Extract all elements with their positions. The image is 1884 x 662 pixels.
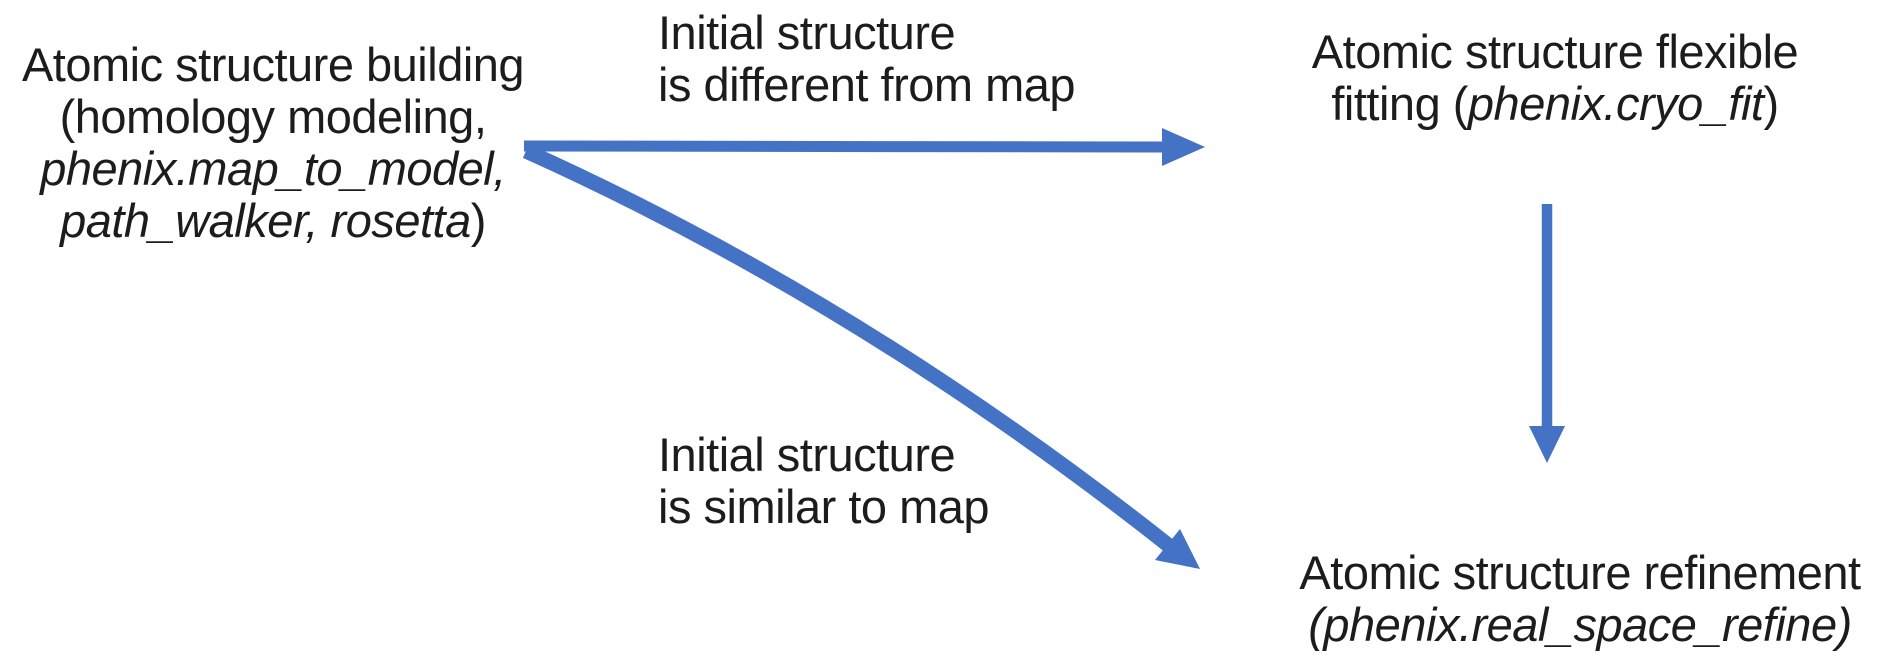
- node-flexible-fitting: Atomic structure flexible fitting (pheni…: [1255, 26, 1855, 130]
- closing-paren: ): [1836, 598, 1853, 651]
- arrow-building-to-fitting: [523, 128, 1205, 166]
- label-prefix: fitting (: [1331, 77, 1468, 130]
- node-fitting-line2: fitting (phenix.cryo_fit): [1255, 78, 1855, 130]
- edge-label-line1: Initial structure: [658, 428, 956, 481]
- arrow-head-down-icon: [1529, 426, 1565, 463]
- program-name: phenix.real_space_refine: [1323, 598, 1837, 651]
- program-name: path_walker, rosetta: [60, 194, 471, 247]
- arrow-fitting-to-refinement: [1529, 204, 1565, 463]
- node-refinement-line2: (phenix.real_space_refine): [1260, 599, 1884, 651]
- arrow-shaft: [522, 144, 1173, 551]
- closing-paren: ): [1763, 77, 1779, 130]
- program-name: phenix.cryo_fit: [1467, 77, 1764, 130]
- arrow-building-to-refinement: [522, 144, 1200, 569]
- edge-label-similar-to-map: Initial structure is similar to map: [658, 428, 990, 533]
- node-structure-refinement: Atomic structure refinement (phenix.real…: [1260, 547, 1884, 651]
- opening-paren: (: [1308, 598, 1324, 651]
- edge-label-different-from-map: Initial structure is different from map: [658, 6, 1076, 111]
- node-building-line3: phenix.map_to_model,: [40, 142, 506, 195]
- node-structure-building: Atomic structure building (homology mode…: [3, 39, 543, 247]
- edge-label-line2: is different from map: [658, 58, 1076, 111]
- arrow-shaft: [523, 140, 1166, 153]
- edge-label-line1: Initial structure: [658, 6, 956, 59]
- edge-label-line2: is similar to map: [658, 480, 990, 533]
- arrow-head-right-icon: [1162, 128, 1205, 166]
- closing-paren: ): [470, 194, 487, 247]
- node-building-line1: Atomic structure building: [21, 38, 525, 91]
- node-refinement-line1: Atomic structure refinement: [1299, 546, 1861, 599]
- arrow-head-downright-icon: [1155, 529, 1200, 569]
- node-building-line2: (homology modeling,: [59, 90, 487, 143]
- node-fitting-line1: Atomic structure flexible: [1311, 25, 1799, 78]
- node-building-line4: path_walker, rosetta): [3, 195, 543, 247]
